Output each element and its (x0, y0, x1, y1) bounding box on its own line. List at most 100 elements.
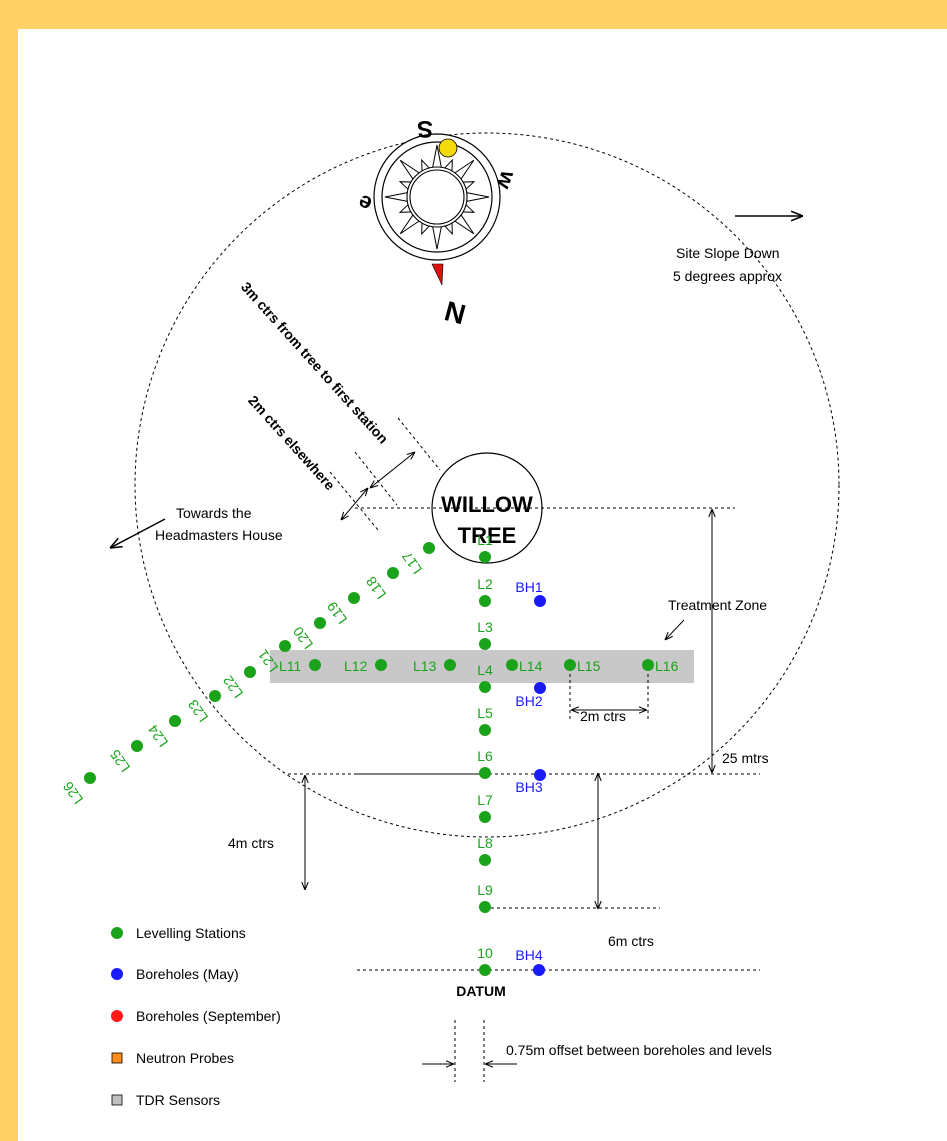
dim-4m-label: 4m ctrs (228, 835, 274, 851)
borehole-label: BH3 (515, 779, 542, 795)
levelling-station-dot (506, 659, 518, 671)
levelling-station-dot (479, 767, 491, 779)
north-needle-icon (431, 263, 444, 286)
levelling-station-dot (387, 567, 399, 579)
note-tree-to-station: 3m ctrs from tree to first station (238, 279, 391, 447)
offset-label: 0.75m offset between boreholes and level… (506, 1042, 772, 1058)
offset-guides (454, 1020, 485, 1082)
compass-s-label: S (417, 115, 433, 142)
station-label: L18 (363, 574, 390, 602)
station-label: L8 (477, 835, 493, 851)
station-label: L19 (324, 599, 351, 627)
compass-n-label: N (441, 295, 469, 330)
site-plan-diagram: WILLOW TREE S w e N Site Slope Down 5 de… (60, 115, 840, 1108)
borehole-dot (533, 964, 545, 976)
dim-2m-label: 2m ctrs (580, 708, 626, 724)
dim-3m-arrow (370, 452, 415, 488)
station-label: L5 (477, 705, 493, 721)
station-label: L9 (477, 882, 493, 898)
levelling-station-dot (131, 740, 143, 752)
treatment-zone-label: Treatment Zone (668, 597, 767, 613)
station-label: L22 (220, 673, 247, 701)
levelling-station-dot (279, 640, 291, 652)
legend-swatch (111, 1052, 123, 1064)
legend-swatch (111, 1010, 123, 1022)
tree-label-line1: WILLOW (441, 492, 533, 517)
station-label: L25 (107, 747, 134, 775)
station-label: L24 (145, 722, 172, 750)
levelling-station-dot (642, 659, 654, 671)
compass-e-label: e (354, 190, 376, 218)
dim-2m-guides (569, 668, 649, 720)
levelling-station-dot (479, 964, 491, 976)
dim-25m-label: 25 mtrs (722, 750, 769, 766)
station-label: L16 (655, 658, 679, 674)
borehole-label: BH4 (515, 947, 542, 963)
station-label: L11 (279, 658, 302, 674)
sun-icon (438, 138, 458, 158)
station-label: L7 (477, 792, 493, 808)
levelling-station-dot (244, 666, 256, 678)
station-label: L17 (399, 549, 426, 577)
dim-6m-label: 6m ctrs (608, 933, 654, 949)
borehole-label: BH2 (515, 693, 542, 709)
tree-label-line2: TREE (458, 523, 517, 548)
levelling-station-dot (209, 690, 221, 702)
treatment-zone-pointer (665, 619, 685, 640)
levelling-station-dot (444, 659, 456, 671)
slope-text-line2: 5 degrees approx (673, 268, 782, 284)
legend-swatch (111, 968, 123, 980)
dim-2m-diag-arrow (341, 488, 368, 520)
slope-text-line1: Site Slope Down (676, 245, 780, 261)
treatment-zone-band (270, 650, 694, 683)
levelling-station-dot (479, 681, 491, 693)
datum-label: DATUM (456, 983, 506, 999)
levelling-station-dot (479, 638, 491, 650)
levelling-station-dot (375, 659, 387, 671)
borehole-dot (534, 682, 546, 694)
levelling-station-dot (314, 617, 326, 629)
legend-label: Neutron Probes (136, 1050, 234, 1066)
headmaster-arrow (110, 518, 166, 548)
legend-label: TDR Sensors (136, 1092, 220, 1108)
station-label: L2 (477, 576, 493, 592)
site-boundary-circle (134, 132, 840, 838)
levelling-station-dot (479, 811, 491, 823)
station-label: L14 (519, 658, 543, 674)
station-label: L23 (185, 697, 212, 725)
legend-label: Boreholes (September) (136, 1008, 281, 1024)
levelling-station-dot (479, 854, 491, 866)
compass-rose (373, 133, 501, 286)
levelling-station-dot (84, 772, 96, 784)
legend-swatch (111, 1094, 123, 1106)
station-label: 10 (477, 945, 493, 961)
levelling-station-dot (169, 715, 181, 727)
levelling-station-dot (564, 659, 576, 671)
station-label: L13 (413, 658, 437, 674)
station-label: L3 (477, 619, 493, 635)
station-label: L4 (477, 662, 493, 678)
station-label: L15 (577, 658, 601, 674)
levelling-station-dot (479, 724, 491, 736)
headmaster-text-line1: Towards the (176, 505, 252, 521)
levelling-station-dot (479, 901, 491, 913)
levelling-station-dot (309, 659, 321, 671)
station-label: L20 (290, 624, 317, 652)
borehole-dot (534, 769, 546, 781)
levelling-station-dot (348, 592, 360, 604)
station-label: L1 (477, 532, 493, 548)
headmaster-text-line2: Headmasters House (155, 527, 283, 543)
legend-swatch (111, 927, 123, 939)
levelling-station-dot (479, 551, 491, 563)
station-label: L26 (60, 779, 87, 807)
levelling-station-dot (479, 595, 491, 607)
legend-label: Boreholes (May) (136, 966, 239, 982)
note-elsewhere: 2m ctrs elsewhere (245, 392, 338, 493)
borehole-dot (534, 595, 546, 607)
station-label: L6 (477, 748, 493, 764)
levelling-station-dot (423, 542, 435, 554)
station-label: L12 (344, 658, 368, 674)
legend-label: Levelling Stations (136, 925, 246, 941)
diagram-board: WILLOW TREE S w e N Site Slope Down 5 de… (18, 29, 947, 1141)
